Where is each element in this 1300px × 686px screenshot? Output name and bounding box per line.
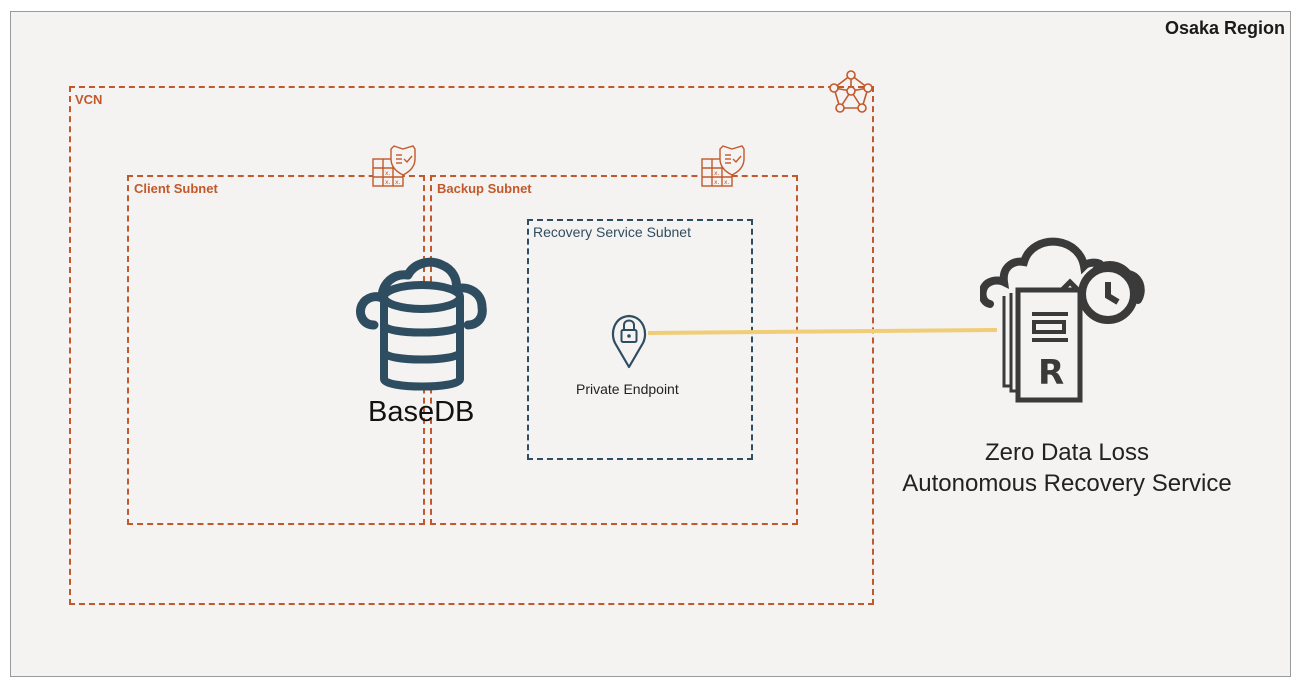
svg-text:x.: x. [714, 170, 720, 177]
recovery-service-subnet-boundary [527, 219, 753, 460]
recovery-service-label-line1: Zero Data Loss [984, 439, 1150, 466]
basedb-label: BaseDB [368, 396, 475, 428]
backup-subnet-label: Backup Subnet [437, 181, 532, 196]
private-endpoint-label: Private Endpoint [576, 381, 679, 397]
svg-text:x.: x. [385, 179, 391, 186]
svg-text:x.: x. [724, 179, 730, 186]
location-lock-icon [611, 314, 647, 369]
recovery-service-label: Zero Data Loss Autonomous Recovery Servi… [890, 437, 1244, 499]
client-security-list-icon: x. x. x. [372, 145, 416, 187]
vcn-boundary [69, 86, 874, 605]
backup-security-list-icon: x. x. x. [701, 145, 745, 187]
recovery-subnet-label: Recovery Service Subnet [533, 224, 691, 240]
cloud-database-icon [356, 257, 487, 391]
vcn-label: VCN [75, 92, 103, 107]
svg-text:x.: x. [714, 179, 720, 186]
client-subnet-label: Client Subnet [134, 181, 218, 196]
svg-text:x.: x. [395, 179, 401, 186]
svg-text:x.: x. [385, 170, 391, 177]
recovery-service-label-line2: Autonomous Recovery Service [902, 470, 1232, 497]
vcn-network-icon [829, 70, 873, 113]
region-label: Osaka Region [1164, 18, 1285, 38]
svg-text:R: R [1038, 353, 1064, 393]
cloud-recovery-server-icon: R [980, 237, 1145, 403]
